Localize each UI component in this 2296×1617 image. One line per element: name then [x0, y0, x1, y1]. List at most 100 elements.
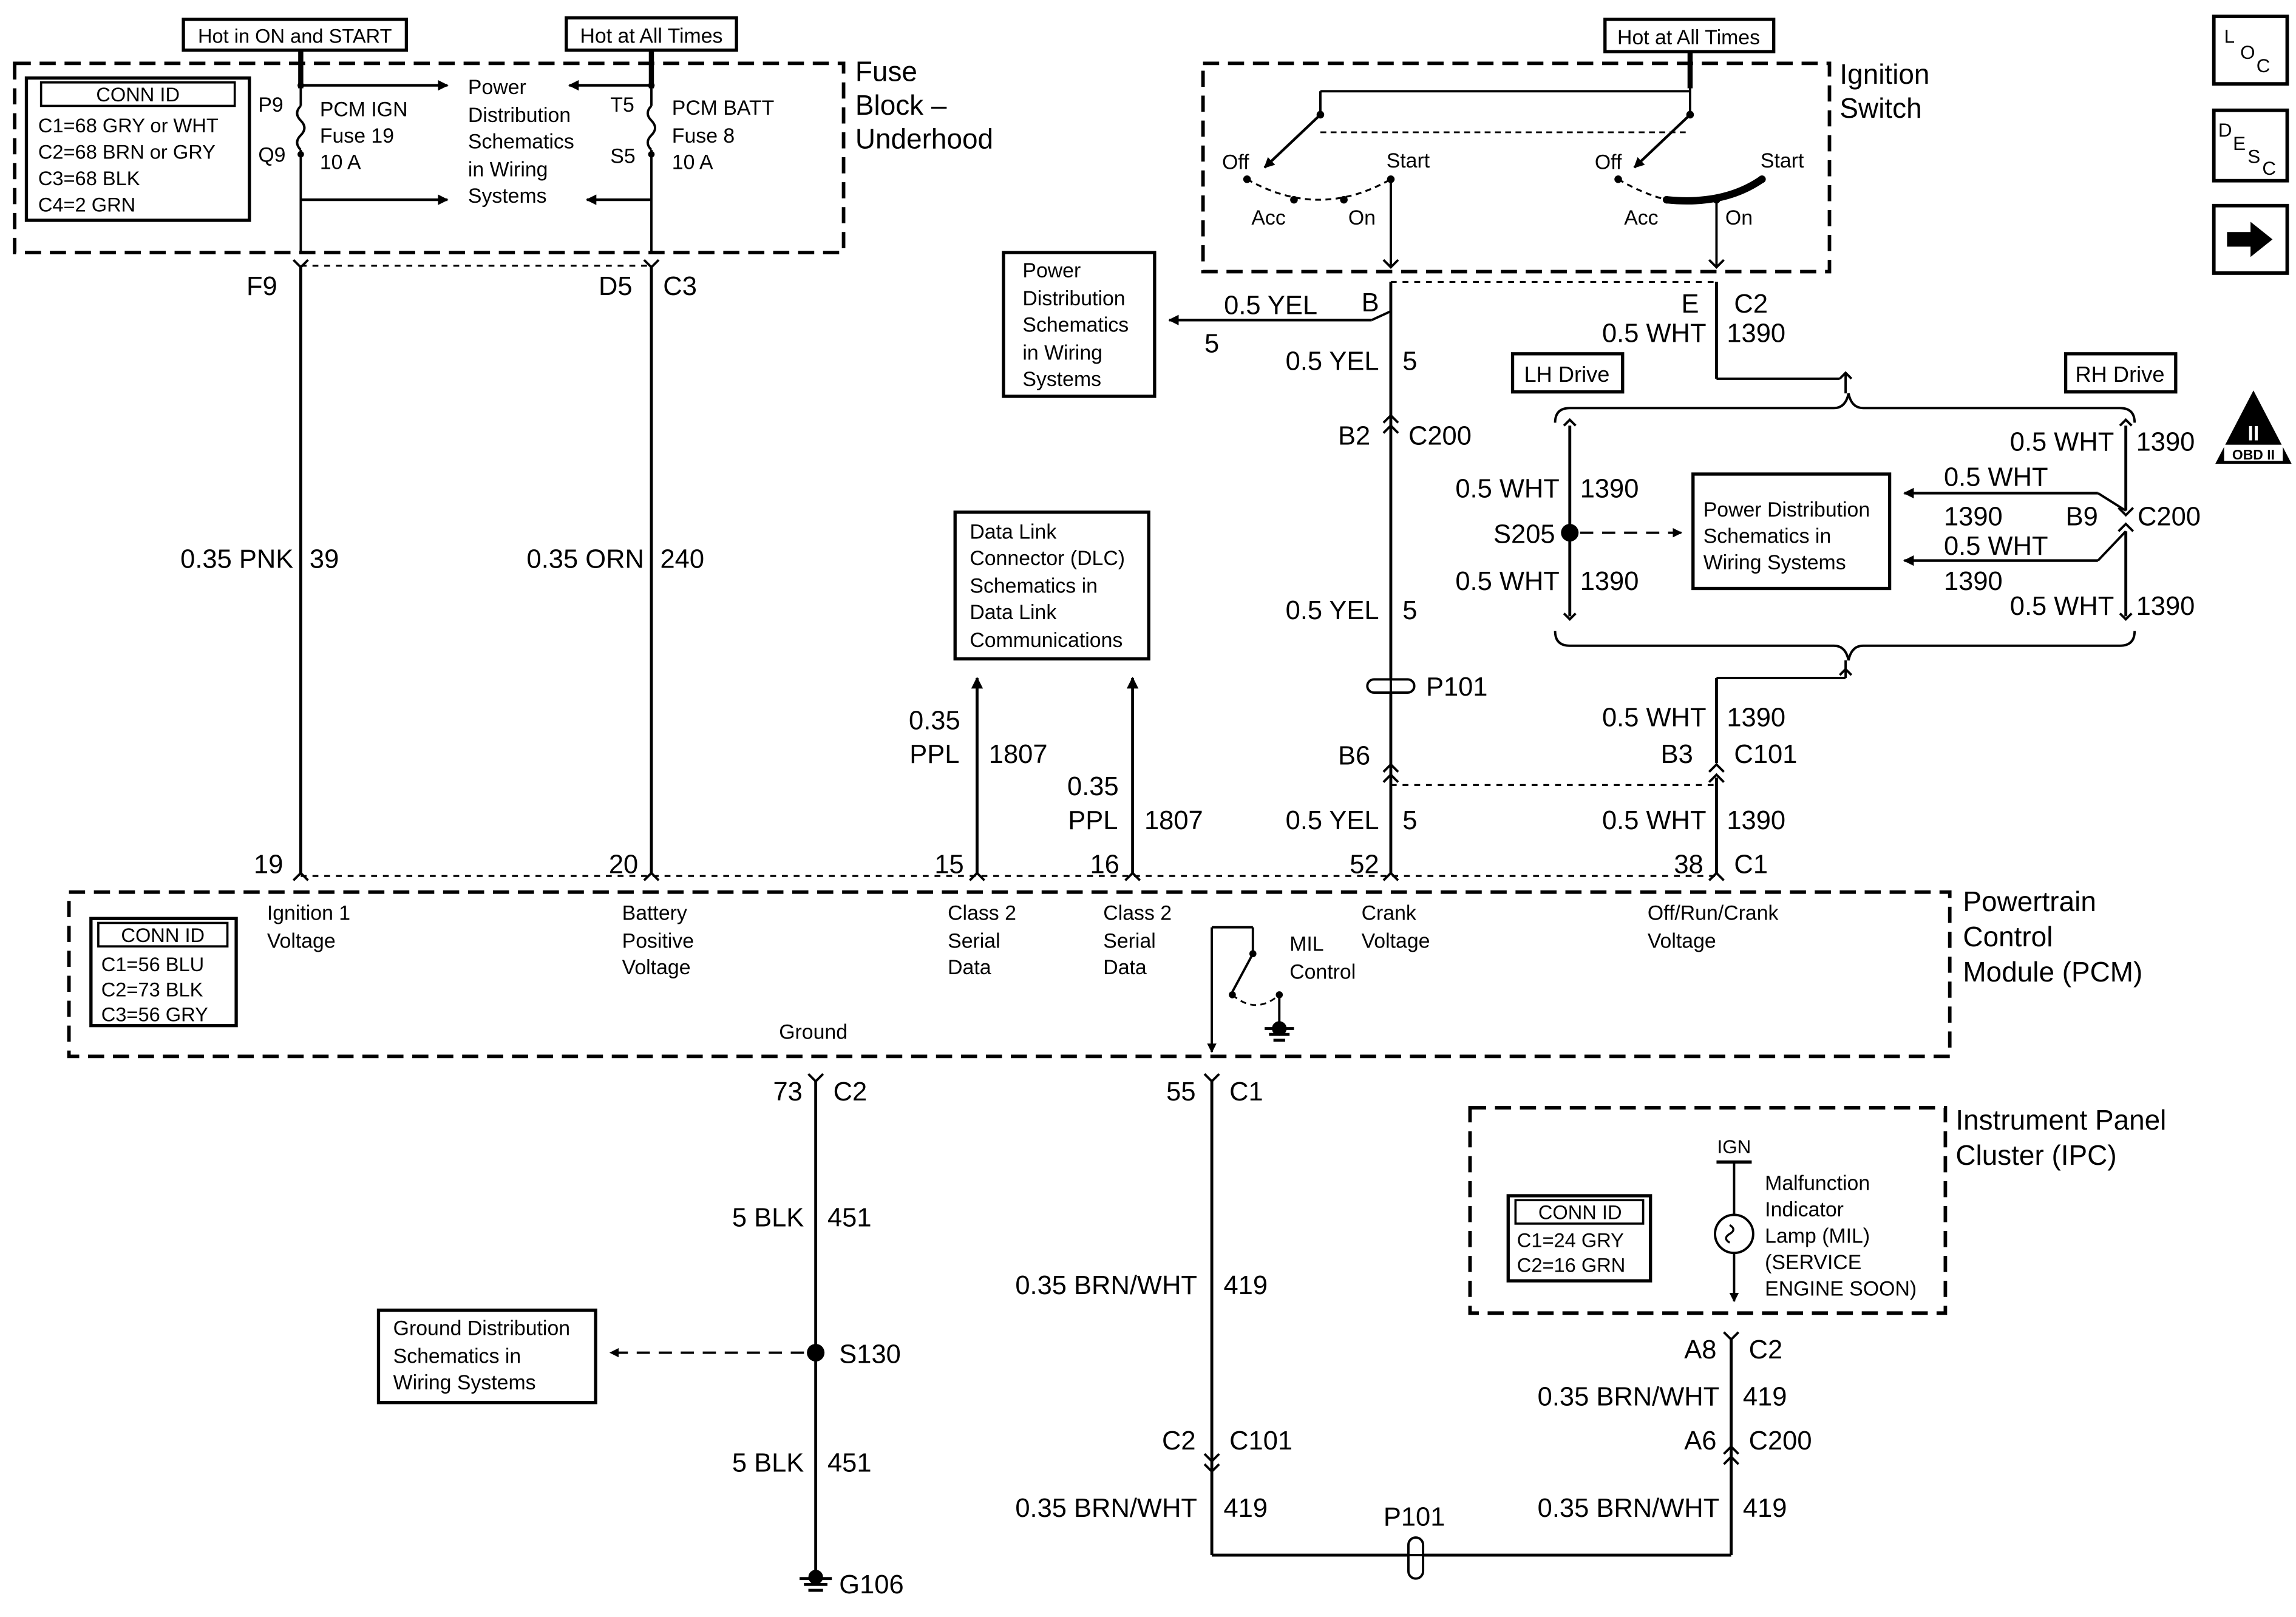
svg-text:Fuse: Fuse [855, 55, 917, 87]
svg-text:1390: 1390 [2136, 592, 2195, 621]
ignition-switch: Ignition Switch Off Start Acc On Off Sta… [1201, 58, 1929, 274]
desc-button[interactable]: D E S C [2212, 108, 2289, 183]
pcm-label-class2a: Class 2 Serial Data [948, 902, 1016, 979]
conn-c200: C200 [1408, 422, 1472, 451]
svg-text:OBD II: OBD II [2232, 447, 2275, 463]
svg-text:PCM IGN: PCM IGN [320, 98, 408, 121]
pcm-pins: 19 20 15 16 52 38 C1 [254, 850, 1768, 879]
svg-text:38: 38 [1674, 850, 1703, 879]
svg-text:(SERVICE: (SERVICE [1765, 1251, 1861, 1274]
dlc-ref-box[interactable]: Data Link Connector (DLC) Schematics in … [953, 510, 1150, 661]
svg-text:On: On [1348, 206, 1376, 229]
svg-text:P101: P101 [1384, 1503, 1445, 1532]
svg-text:0.5 WHT: 0.5 WHT [1944, 532, 2048, 561]
wire-wht-s205-bottom: 0.5 WHT 1390 [1455, 567, 1639, 596]
svg-text:Off/Run/Crank: Off/Run/Crank [1648, 902, 1779, 925]
svg-text:Off: Off [1595, 151, 1622, 174]
svg-text:C3=56 GRY: C3=56 GRY [101, 1003, 208, 1025]
next-button[interactable] [2212, 203, 2289, 275]
wire-wht-top: 0.5 WHT 1390 [1602, 319, 1785, 348]
power-distribution-ref-box[interactable]: Power Distribution Schematics in Wiring … [1002, 251, 1156, 398]
conn-c200-rh: C200 [2138, 503, 2201, 532]
splice-s205: S205 [1493, 520, 1555, 549]
svg-text:CONN ID: CONN ID [1538, 1201, 1622, 1224]
wire-brn-3: 0.35 BRN/WHT 419 [1538, 1494, 1787, 1523]
ign-b-label: B [1362, 288, 1379, 317]
svg-text:0.35: 0.35 [909, 707, 960, 736]
svg-text:Underhood: Underhood [855, 123, 993, 155]
svg-text:Data: Data [1103, 956, 1147, 979]
svg-text:P101: P101 [1426, 673, 1488, 702]
ipc-ign-label: IGN [1717, 1136, 1751, 1158]
svg-text:On: On [1725, 206, 1753, 229]
svg-text:20: 20 [609, 850, 638, 879]
mil-lamp-icon [1714, 1213, 1754, 1255]
svg-text:1390: 1390 [1727, 319, 1785, 348]
wire-brn-1: 0.35 BRN/WHT 419 [1015, 1271, 1268, 1300]
svg-text:Acc: Acc [1624, 206, 1658, 229]
svg-text:Hot at All Times: Hot at All Times [580, 25, 722, 48]
svg-text:0.5 YEL: 0.5 YEL [1286, 347, 1379, 376]
mil-lamp-label: Malfunction Indicator Lamp (MIL) (SERVIC… [1765, 1171, 1917, 1300]
splice-s130: S130 [839, 1340, 901, 1369]
svg-text:Systems: Systems [1022, 368, 1101, 391]
svg-text:0.5 YEL: 0.5 YEL [1286, 806, 1379, 835]
svg-text:Cluster (IPC): Cluster (IPC) [1955, 1139, 2116, 1171]
svg-text:1807: 1807 [989, 740, 1048, 769]
pcm-ground-label: Ground [779, 1020, 847, 1043]
ground-distribution-ref[interactable]: Ground Distribution Schematics in Wiring… [376, 1308, 597, 1405]
svg-text:1390: 1390 [1727, 703, 1785, 733]
svg-text:in Wiring: in Wiring [468, 158, 548, 181]
svg-text:Power: Power [1022, 259, 1081, 282]
svg-text:Ignition 1: Ignition 1 [267, 902, 350, 925]
pcm-label-class2b: Class 2 Serial Data [1103, 902, 1172, 979]
conn-b6: B6 [1338, 742, 1370, 771]
wire-orn-240: 0.35 ORN 240 [527, 545, 705, 574]
svg-text:0.5 YEL: 0.5 YEL [1286, 596, 1379, 625]
svg-text:1390: 1390 [1727, 806, 1785, 835]
pcm-label-battery: Battery Positive Voltage [622, 902, 694, 979]
svg-text:Off: Off [1222, 151, 1249, 174]
svg-text:0.35 BRN/WHT: 0.35 BRN/WHT [1015, 1494, 1197, 1523]
svg-text:Acc: Acc [1251, 206, 1285, 229]
loc-button[interactable]: L O C [2212, 15, 2289, 86]
fuse-block-underhood: Fuse Block – Underhood CONN ID C1=68 GRY… [13, 55, 993, 255]
pcm-mil-control: MIL Control [1212, 926, 1356, 1042]
svg-text:39: 39 [310, 545, 339, 574]
svg-text:451: 451 [827, 1204, 872, 1233]
svg-text:0.5 WHT: 0.5 WHT [2010, 427, 2114, 456]
svg-text:1390: 1390 [1944, 567, 2003, 596]
conn-b2: B2 [1338, 422, 1370, 451]
svg-text:Schematics in: Schematics in [970, 575, 1098, 598]
svg-text:E: E [2233, 133, 2246, 154]
svg-text:Data Link: Data Link [970, 520, 1056, 543]
svg-text:Block –: Block – [855, 89, 947, 121]
svg-text:419: 419 [1743, 1383, 1787, 1412]
svg-text:Battery: Battery [622, 902, 687, 925]
svg-text:0.35 BRN/WHT: 0.35 BRN/WHT [1015, 1271, 1197, 1300]
svg-text:in Wiring: in Wiring [1022, 342, 1102, 365]
svg-text:Serial: Serial [1103, 930, 1155, 953]
wire-blk-2: 5 BLK 451 [732, 1448, 872, 1477]
tag-hot-all-times-ignition: Hot at All Times [1603, 18, 1776, 53]
svg-text:Systems: Systems [468, 185, 547, 208]
svg-text:451: 451 [827, 1448, 872, 1477]
wire-ppl-b: 0.35 PPL 1807 [1067, 772, 1203, 835]
svg-text:5 BLK: 5 BLK [732, 1204, 804, 1233]
svg-text:Schematics: Schematics [468, 131, 574, 154]
svg-text:C2=16 GRN: C2=16 GRN [1517, 1254, 1626, 1276]
tag-lh-drive: LH Drive [1510, 352, 1625, 394]
svg-text:0.5 WHT: 0.5 WHT [1602, 319, 1707, 348]
svg-text:Connector (DLC): Connector (DLC) [970, 547, 1125, 570]
svg-text:Ground Distribution: Ground Distribution [393, 1317, 570, 1340]
wire-wht-b3: 0.5 WHT 1390 [1602, 703, 1785, 733]
conn-c101: C101 [1734, 740, 1797, 769]
svg-text:C1=56 BLU: C1=56 BLU [101, 953, 205, 975]
svg-text:Schematics: Schematics [1022, 314, 1129, 337]
svg-text:0.35 PNK: 0.35 PNK [180, 545, 293, 574]
power-distribution-ref-right[interactable]: Power Distribution Schematics in Wiring … [1691, 472, 1892, 591]
svg-text:0.35 BRN/WHT: 0.35 BRN/WHT [1538, 1494, 1720, 1523]
svg-text:C: C [2262, 158, 2276, 179]
pcm-label-offrun: Off/Run/Crank Voltage [1648, 902, 1779, 953]
svg-text:C2=68 BRN or GRY: C2=68 BRN or GRY [38, 140, 216, 163]
